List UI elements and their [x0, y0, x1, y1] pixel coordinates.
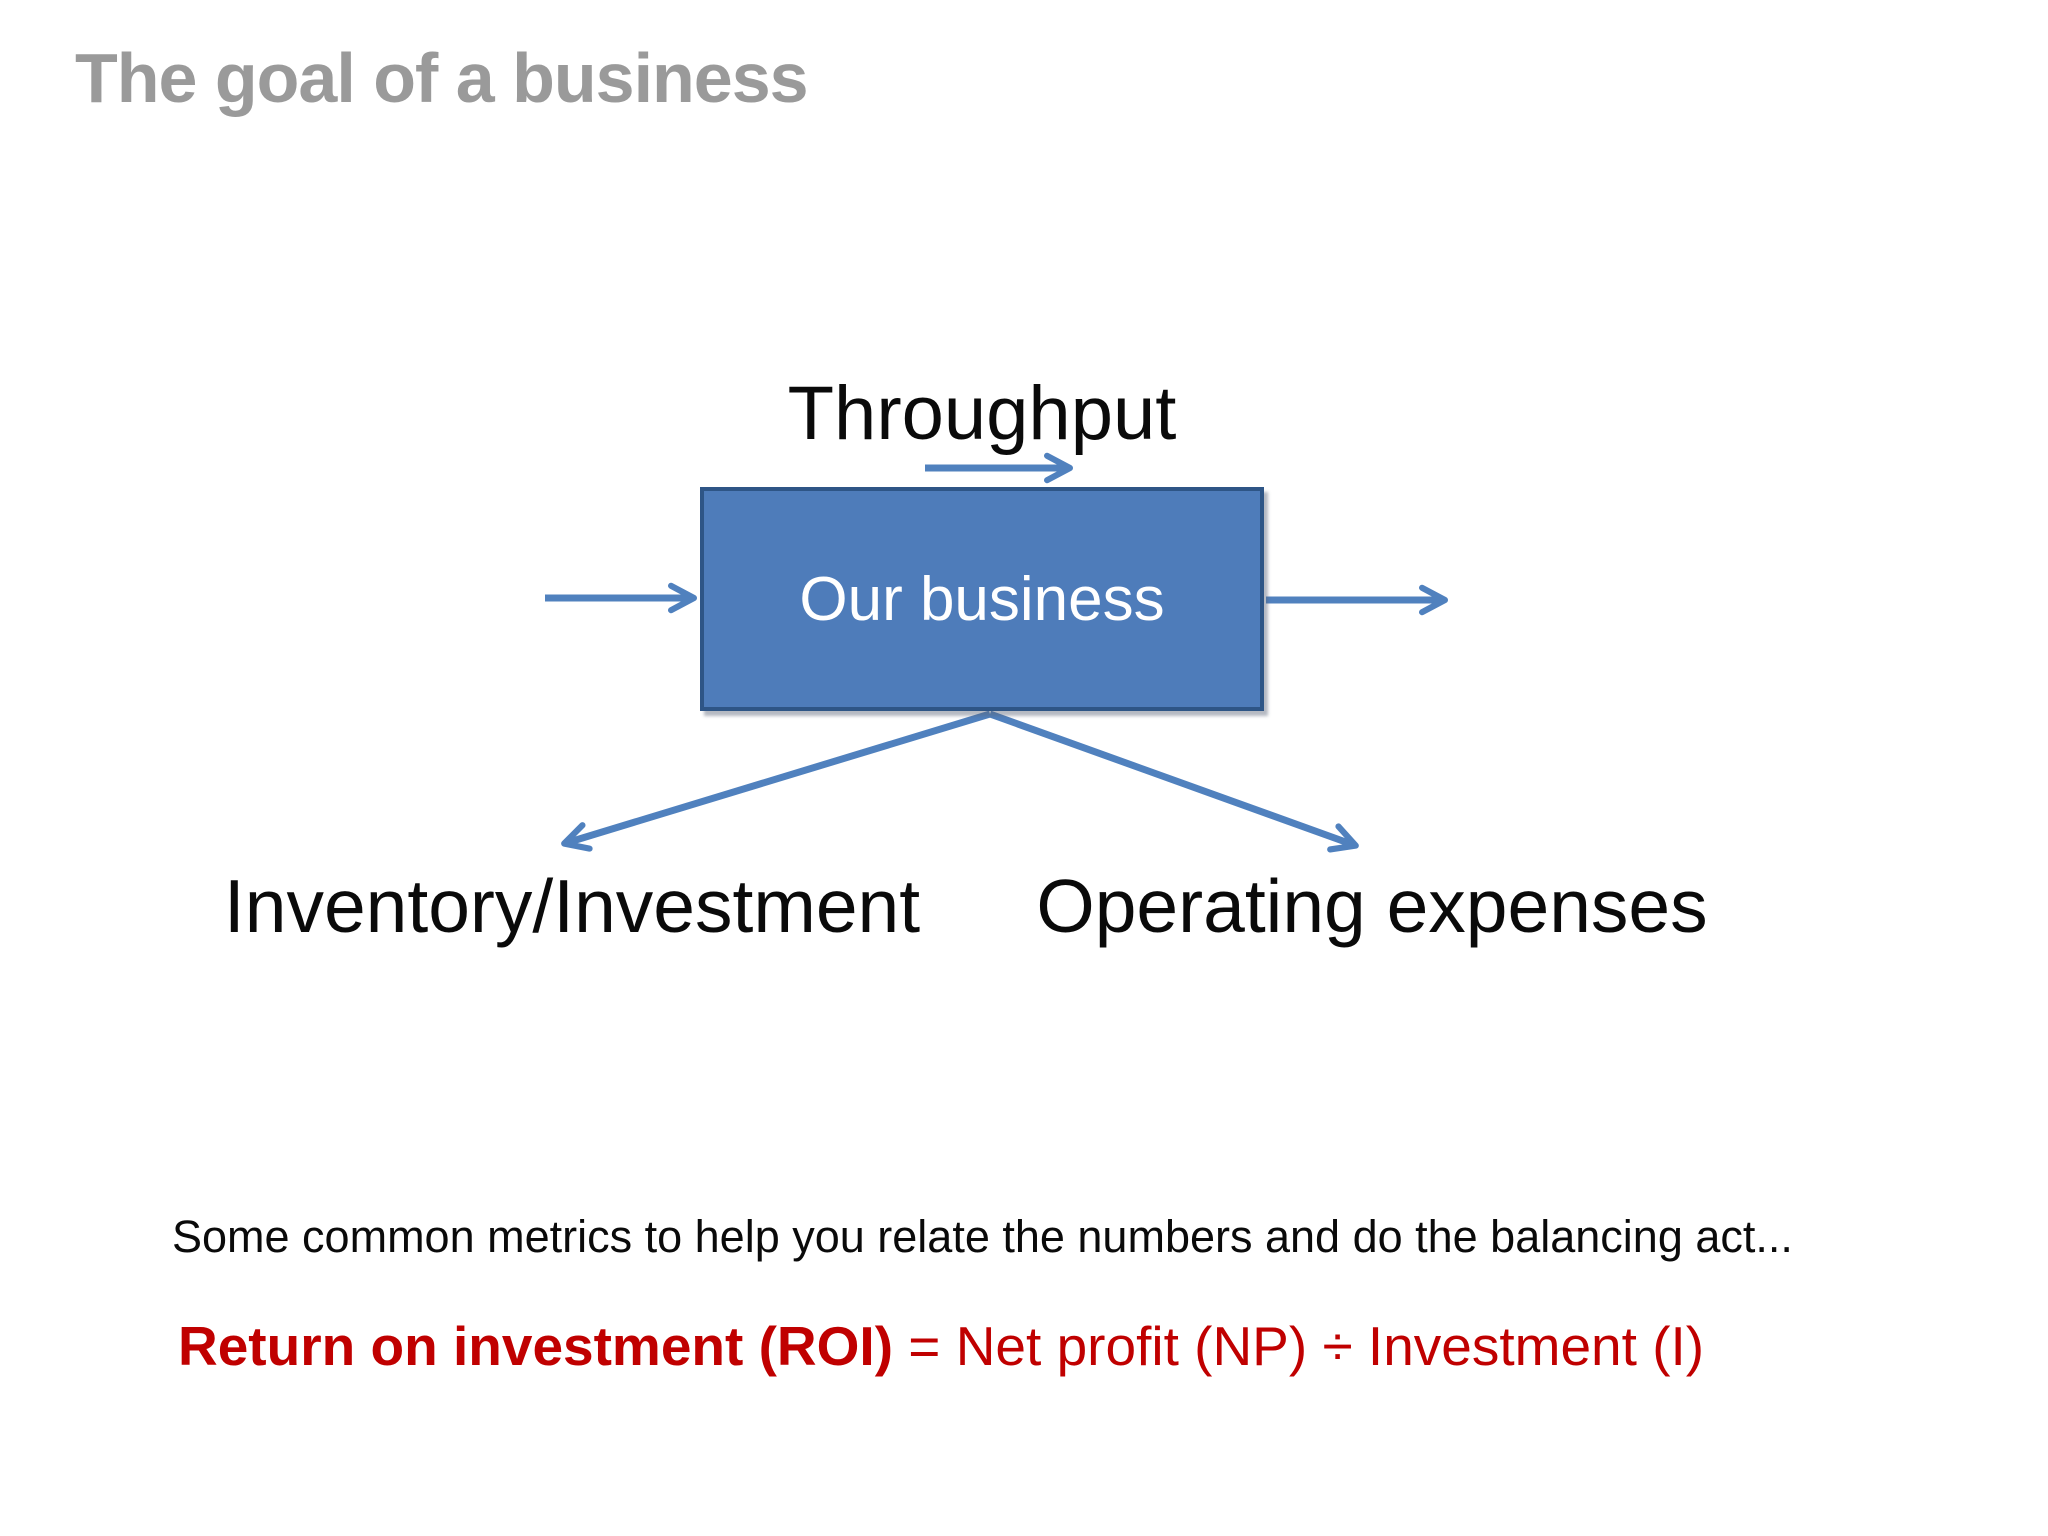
business-box: Our business [700, 487, 1264, 711]
business-box-label: Our business [799, 564, 1165, 634]
roi-formula-definition: = Net profit (NP) ÷ Investment (I) [893, 1315, 1705, 1377]
operating-expenses-arrow [988, 710, 1359, 853]
slide-title: The goal of a business [75, 39, 809, 117]
roi-formula: Return on investment (ROI) = Net profit … [178, 1314, 1704, 1378]
operating-expenses-label: Operating expenses [1036, 864, 1708, 948]
inventory-investment-label: Inventory/Investment [223, 864, 921, 948]
metrics-note: Some common metrics to help you relate t… [172, 1211, 1793, 1262]
throughput-label: Throughput [787, 371, 1177, 456]
roi-formula-term: Return on investment (ROI) [178, 1315, 894, 1377]
inventory-arrow [561, 710, 992, 852]
